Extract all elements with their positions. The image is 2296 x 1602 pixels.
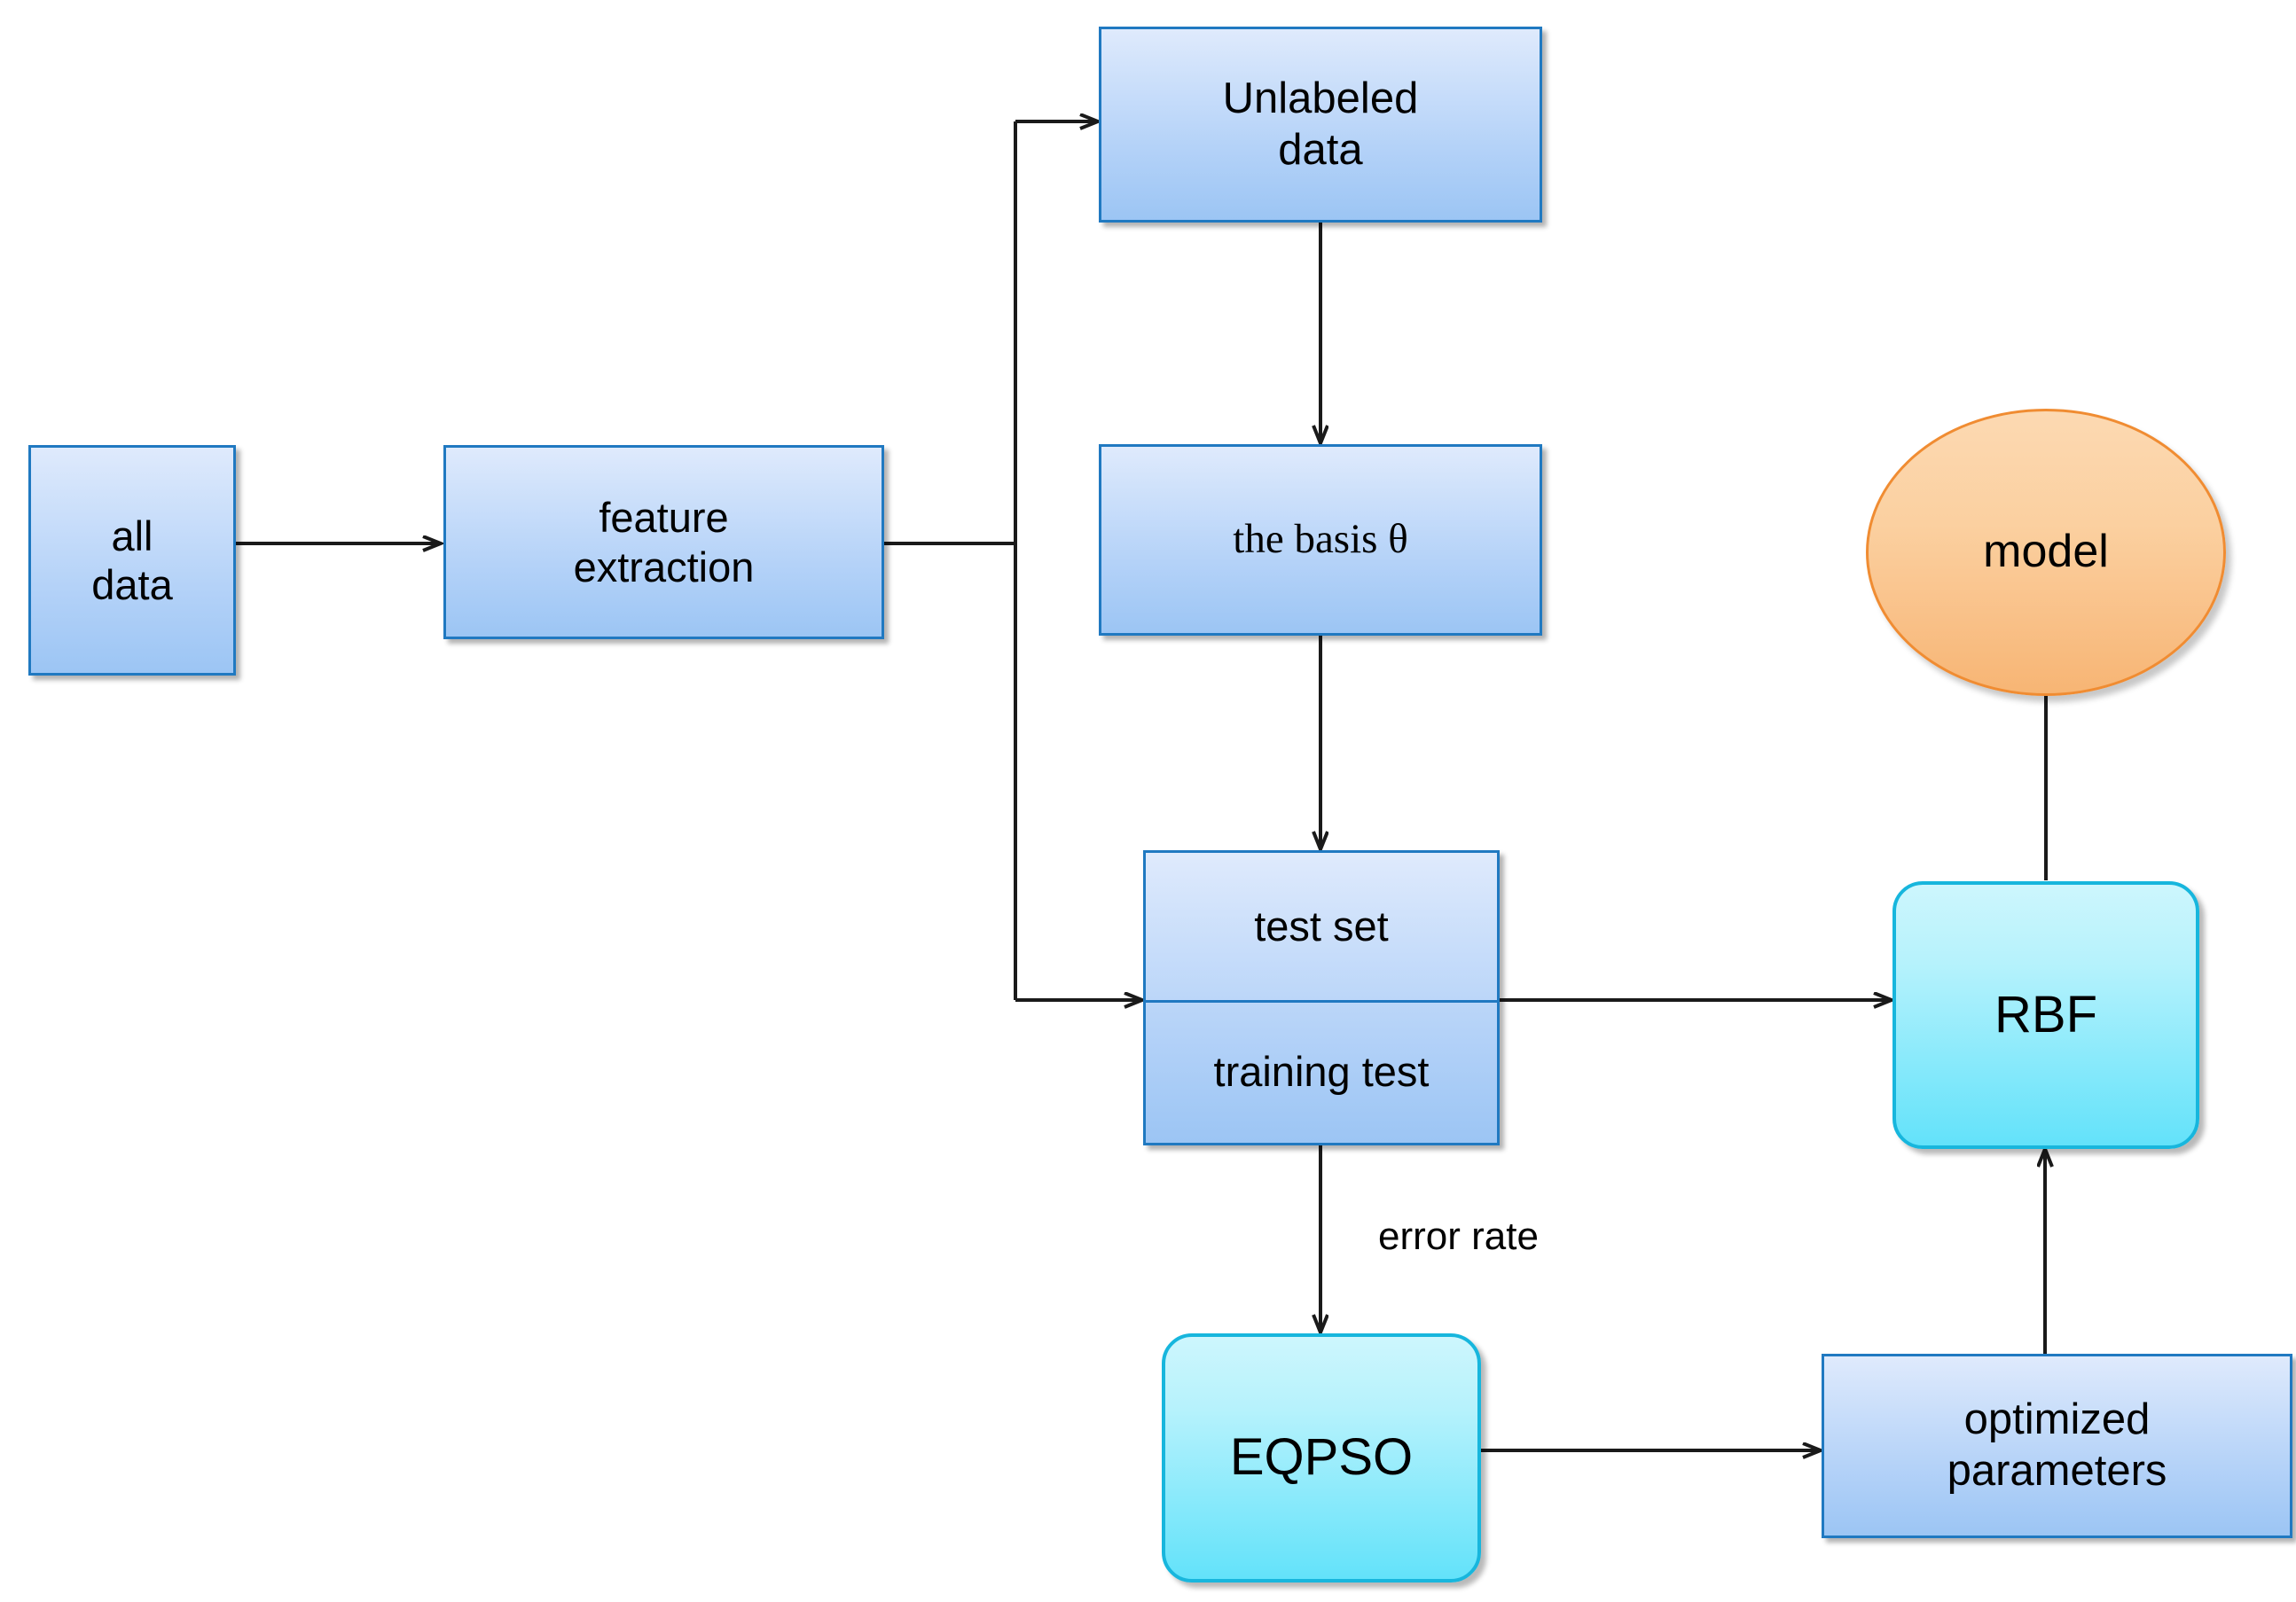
node-feature-extraction-label: feature extraction [573,494,755,590]
node-rbf[interactable]: RBF [1892,881,2199,1149]
node-eqpso-label: EQPSO [1229,1428,1414,1487]
node-test-set[interactable]: test set [1146,853,1497,1000]
node-unlabeled-data[interactable]: Unlabeled data [1099,27,1542,223]
node-feature-extraction[interactable]: feature extraction [443,445,884,639]
node-the-basis[interactable]: the basis θ [1099,444,1542,636]
node-optimized-parameters[interactable]: optimized parameters [1822,1354,2292,1538]
node-test-training-split[interactable]: test set training test [1143,850,1500,1145]
edge-label-error-rate: error rate [1378,1215,1539,1259]
node-all-data-label: all data [91,512,173,608]
node-the-basis-label: the basis θ [1233,516,1408,563]
node-eqpso[interactable]: EQPSO [1162,1333,1481,1582]
edge-label-error-rate-text: error rate [1378,1215,1539,1258]
node-test-set-label: test set [1254,903,1389,950]
node-training-test-label: training test [1213,1047,1430,1095]
node-rbf-label: RBF [1994,985,2097,1043]
split-divider [1146,1000,1497,1003]
node-unlabeled-data-label: Unlabeled data [1222,74,1419,174]
node-model-label: model [1983,526,2109,578]
node-optimized-parameters-label: optimized parameters [1947,1395,2167,1495]
node-model[interactable]: model [1866,409,2226,696]
node-training-test[interactable]: training test [1146,1000,1497,1143]
node-all-data[interactable]: all data [28,445,236,676]
